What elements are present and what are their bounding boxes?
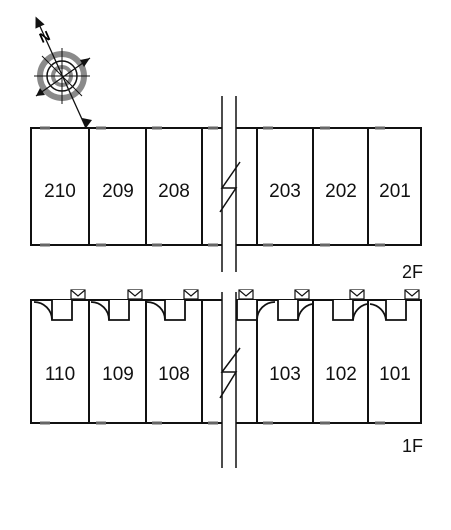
entrance-doors xyxy=(33,300,407,321)
room-label-208: 208 xyxy=(158,181,190,202)
room-label-210: 210 xyxy=(44,181,76,202)
floor-1f-block: 110 109 108 103 102 101 xyxy=(30,289,422,425)
room-label-201: 201 xyxy=(379,181,411,202)
room-label-108: 108 xyxy=(158,364,190,385)
compass-north-label: N xyxy=(37,27,53,46)
floor-label-1f: 1F xyxy=(402,436,423,456)
meter-box-icons xyxy=(70,289,420,300)
break-mark-upper xyxy=(219,96,241,272)
compass-rose-icon xyxy=(34,16,92,129)
room-label-101: 101 xyxy=(379,364,411,385)
room-divider-lines xyxy=(88,128,369,245)
room-label-209: 209 xyxy=(102,181,134,202)
room-label-202: 202 xyxy=(325,181,357,202)
room-label-109: 109 xyxy=(102,364,134,385)
room-label-103: 103 xyxy=(269,364,301,385)
floor-label-2f: 2F xyxy=(402,262,423,282)
room-divider-lines xyxy=(88,300,369,423)
room-label-110: 110 xyxy=(45,364,75,385)
room-label-102: 102 xyxy=(325,364,357,385)
window-marks xyxy=(40,126,385,247)
break-mark-lower xyxy=(219,292,241,468)
room-label-203: 203 xyxy=(269,181,301,202)
